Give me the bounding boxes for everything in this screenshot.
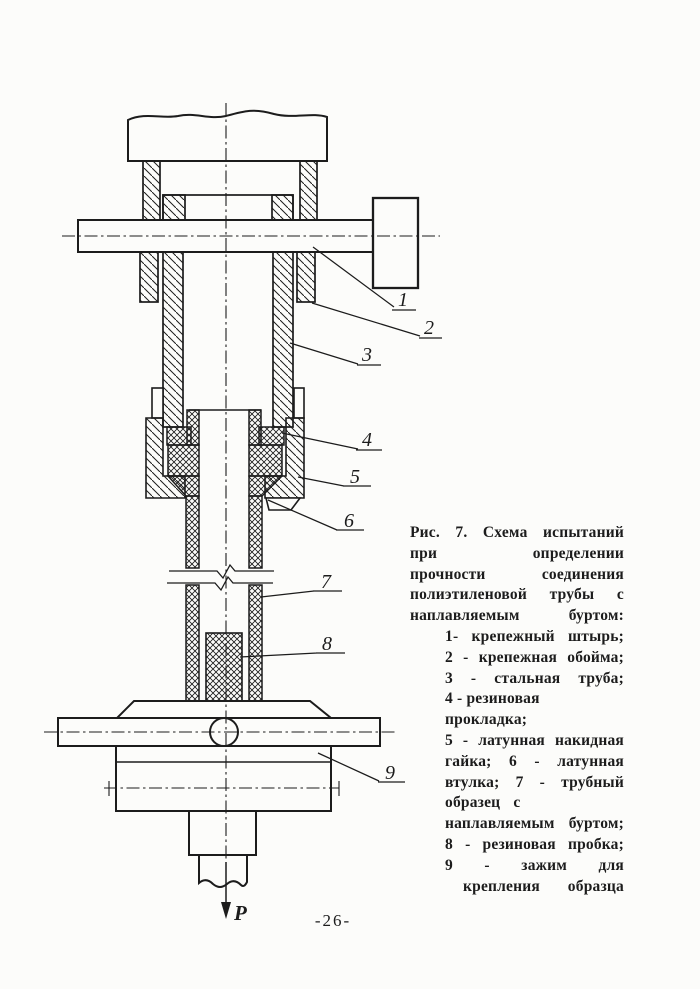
pipe-wall-mid-right xyxy=(248,495,263,569)
callout-4: 4 xyxy=(362,429,372,451)
legend-item-3: 3 - стальная труба; xyxy=(445,669,624,687)
clamp-rod xyxy=(198,855,248,888)
pipe-wall-mid-left xyxy=(185,495,200,569)
caption-line: при определении xyxy=(410,544,624,562)
collar-column-right-lower xyxy=(296,251,316,303)
clamp-body xyxy=(115,745,332,812)
legend-item-9b: крепления образца xyxy=(463,877,624,895)
pipe-bead-right xyxy=(248,444,283,477)
flange-section-right xyxy=(271,194,294,221)
legend-item-7b: образец с xyxy=(445,794,521,812)
figure-caption: Рис. 7. Схема испытаний при определении … xyxy=(410,523,624,897)
polyethylene-pipe-specimen xyxy=(166,409,285,702)
leader-7 xyxy=(260,590,342,598)
clamp-step xyxy=(188,810,257,856)
caption-line: полиэтиленовой трубы с xyxy=(410,586,624,604)
caption-line: Рис. 7. Схема испытаний xyxy=(410,524,624,541)
force-arrowhead xyxy=(221,902,231,919)
collar-column-left-lower xyxy=(139,251,159,303)
legend-item-4: 4 - резиновая xyxy=(445,690,540,708)
caption-line: прочности соединения xyxy=(410,565,624,583)
steel-tube xyxy=(162,251,294,428)
caption-line: наплавляемым буртом: xyxy=(410,607,624,625)
callout-8: 8 xyxy=(322,633,332,655)
centerline-ticks xyxy=(108,781,340,796)
legend-item-6: гайка; 6 - латунная xyxy=(445,752,624,770)
legend-item-7: втулка; 7 - трубный xyxy=(445,773,624,791)
force-label: P xyxy=(233,901,247,925)
callout-1: 1 xyxy=(398,289,408,311)
tube-top-flange xyxy=(162,194,294,221)
leader-6 xyxy=(267,499,364,531)
leader-8 xyxy=(239,652,345,658)
leader-9 xyxy=(317,752,405,783)
force-arrow xyxy=(221,862,231,919)
legend-item-1: 1- крепежный штырь; xyxy=(445,627,624,645)
legend-item-2: 2 - крепежная обойма; xyxy=(445,648,624,666)
nut-throat-left xyxy=(151,387,164,419)
leader-1 xyxy=(312,246,416,311)
leader-4 xyxy=(281,432,382,451)
nut-throat-right xyxy=(293,387,305,419)
leader-2 xyxy=(311,302,442,339)
callout-6: 6 xyxy=(344,510,354,532)
flange-section-left xyxy=(162,194,186,221)
leader-3 xyxy=(289,342,381,366)
rubber-gasket-left xyxy=(166,426,192,446)
rubber-plug xyxy=(205,632,243,702)
pipe-wall-lower-right xyxy=(248,584,263,702)
specimen-clamp xyxy=(57,700,381,888)
callout-5: 5 xyxy=(350,466,360,488)
steel-tube-wall-left xyxy=(162,251,184,428)
pipe-wall-lower-left xyxy=(185,584,200,702)
rubber-gasket-right xyxy=(258,426,285,446)
legend-item-9: 9 - зажим для xyxy=(445,856,624,874)
legend-item-4b: прокладка; xyxy=(445,711,528,729)
press-crosshead xyxy=(127,109,328,162)
centerlines xyxy=(44,103,440,862)
pipe-bead-left xyxy=(167,444,200,477)
pin-head-block xyxy=(371,196,420,290)
legend-item-8: 8 - резиновая пробка; xyxy=(445,835,624,853)
callout-9: 9 xyxy=(385,762,395,784)
callout-3: 3 xyxy=(361,344,372,366)
leader-5 xyxy=(297,476,371,487)
leader-lines xyxy=(239,246,442,783)
callout-2: 2 xyxy=(424,317,434,339)
brass-bushing xyxy=(264,497,302,511)
caption-legend-list: 1- крепежный штырь; 2 - крепежная обойма… xyxy=(410,627,624,897)
collar-column-right-upper xyxy=(299,160,318,221)
legend-item-5: 5 - латунная накидная xyxy=(445,731,624,749)
legend-item-7c: наплавляемым буртом; xyxy=(445,815,624,833)
page-number: -26- xyxy=(314,911,352,930)
callout-7: 7 xyxy=(321,571,332,593)
steel-tube-wall-right xyxy=(272,251,294,428)
collar-column-left-upper xyxy=(142,160,161,221)
clamp-top-plate xyxy=(114,700,334,719)
